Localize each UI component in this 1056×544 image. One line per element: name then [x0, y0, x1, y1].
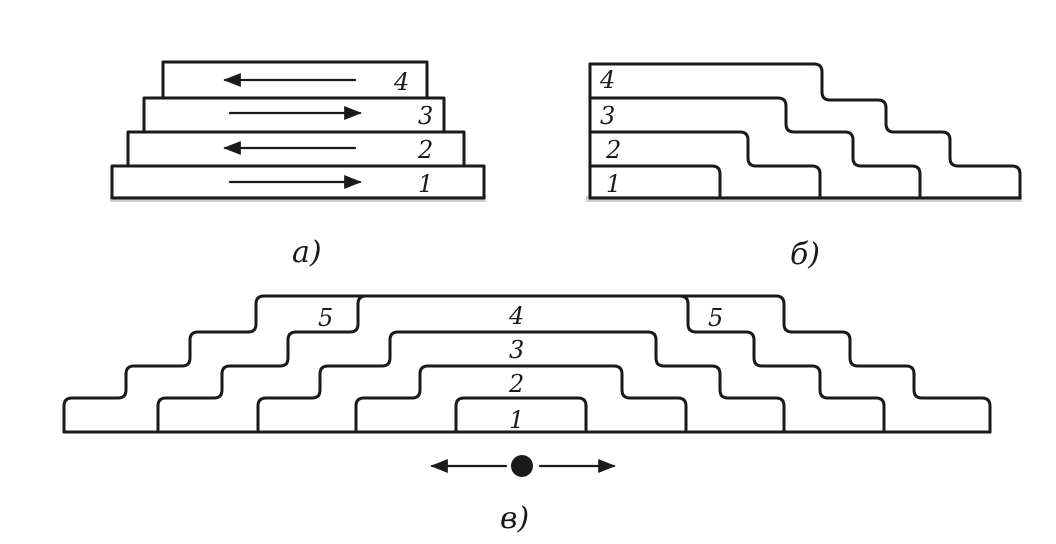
- panel-c-label-5-right: 5: [708, 304, 723, 332]
- panel-c-label-2: 2: [508, 370, 524, 398]
- panel-c-electrode-dot: [511, 455, 533, 477]
- panel-c-layer-5: [62, 294, 992, 434]
- panel-b-layer-4: [588, 62, 1022, 200]
- panel-c: 1 2 3 4 5 5 в): [62, 294, 992, 536]
- panel-c-layer-1: [454, 396, 588, 434]
- panel-a-caption: а): [292, 235, 322, 270]
- panel-c-label-4: 4: [508, 302, 524, 330]
- panel-b-layer-1: [588, 164, 722, 200]
- panel-c-label-5-left: 5: [318, 304, 333, 332]
- panel-b: 1 2 3 4 б): [586, 62, 1022, 272]
- panel-c-layer-2: [354, 364, 688, 434]
- panel-b-label-2: 2: [605, 136, 621, 164]
- panel-b-label-1: 1: [606, 170, 621, 198]
- panel-a-label-4: 4: [393, 68, 409, 96]
- panel-b-label-4: 4: [599, 66, 615, 94]
- panel-c-layer-3: [256, 330, 786, 434]
- panel-a-label-1: 1: [418, 170, 433, 198]
- panel-a-layer-4: [161, 60, 429, 100]
- panel-a-layer-3: [142, 96, 446, 134]
- panel-c-caption: в): [500, 501, 529, 536]
- panel-b-layer-2: [588, 130, 822, 200]
- panel-c-label-1: 1: [509, 406, 524, 434]
- panel-a-label-3: 3: [418, 102, 433, 130]
- panel-b-label-3: 3: [600, 102, 615, 130]
- panel-c-label-3: 3: [509, 336, 524, 364]
- panel-b-caption: б): [790, 237, 820, 272]
- panel-a-label-2: 2: [417, 136, 433, 164]
- panel-b-layer-3: [588, 96, 922, 200]
- panel-a: 1 2 3 4 а): [110, 60, 486, 270]
